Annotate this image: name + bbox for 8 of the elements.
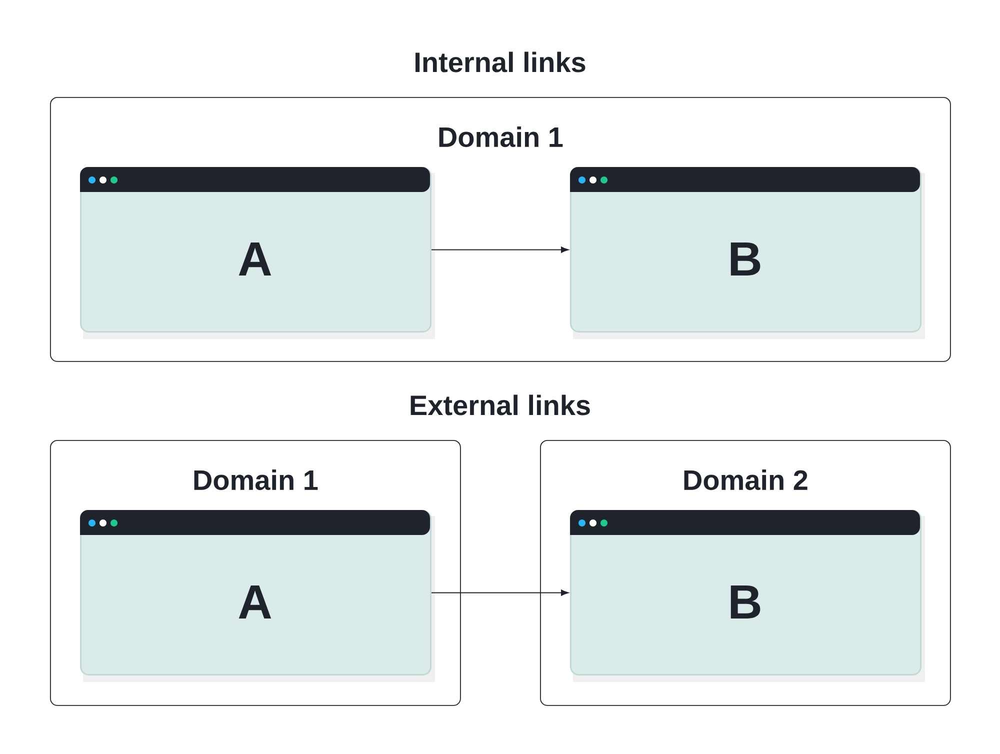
browser-window: A bbox=[80, 510, 435, 682]
browser-window: A bbox=[80, 167, 435, 339]
section-heading: Internal links bbox=[416, 52, 586, 72]
arrow bbox=[431, 246, 569, 253]
browser-window: B bbox=[570, 510, 925, 682]
arrow bbox=[431, 590, 569, 596]
section-heading: External links bbox=[410, 394, 590, 416]
browser-window: B bbox=[570, 167, 925, 339]
